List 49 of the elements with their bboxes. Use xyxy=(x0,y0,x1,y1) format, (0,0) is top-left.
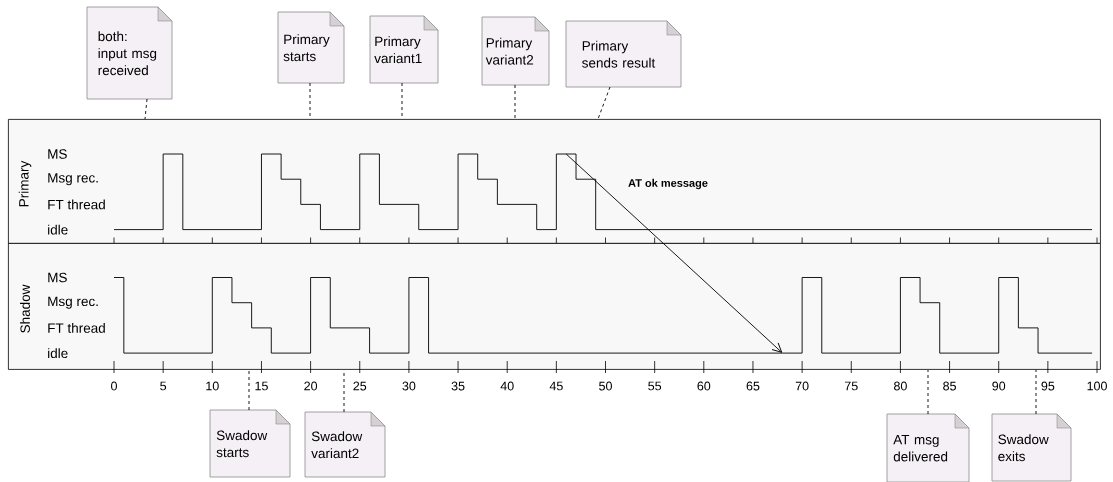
tick-label: 60 xyxy=(697,381,711,391)
tick-label: 45 xyxy=(549,381,563,391)
state-label: FT thread xyxy=(48,199,105,210)
tick-label: 100 xyxy=(1087,381,1107,391)
state-label: idle xyxy=(48,348,68,359)
state-label: MS xyxy=(48,272,67,283)
tick-label: 20 xyxy=(304,381,318,391)
state-label: idle xyxy=(48,224,68,235)
leader-line xyxy=(597,86,611,120)
leader-line xyxy=(1035,369,1037,415)
note-box: Primary variant2 xyxy=(481,16,550,86)
leader-line xyxy=(514,84,516,120)
tick-label: 50 xyxy=(599,381,612,391)
tick-label: 65 xyxy=(746,381,760,391)
note-box: AT msg delivered xyxy=(886,413,970,482)
note-box: Swadow starts xyxy=(209,409,291,478)
note-box: Primary starts xyxy=(277,11,345,84)
state-label: MS xyxy=(48,149,67,159)
tick-label: 55 xyxy=(648,381,662,391)
tick-label: 70 xyxy=(795,381,809,391)
lane-box xyxy=(8,243,1101,370)
lane-label: Primary xyxy=(18,160,32,207)
tick-label: 25 xyxy=(353,381,367,391)
state-label: FT thread xyxy=(48,322,105,333)
note-box: Swadow variant2 xyxy=(304,411,386,478)
tick-label: 40 xyxy=(500,381,514,391)
tick-label: 15 xyxy=(255,381,268,391)
tick-label: 10 xyxy=(206,381,219,391)
lane-label: Shadow xyxy=(20,284,30,333)
tick-label: 35 xyxy=(451,381,465,391)
tick-label: 30 xyxy=(402,381,416,391)
leader-line xyxy=(927,369,929,415)
tick-label: 75 xyxy=(844,381,858,391)
tick-label: 85 xyxy=(943,381,956,391)
note-box: Primary sends result xyxy=(565,20,682,88)
note-box: both: input msg received xyxy=(86,6,173,100)
message-arrow xyxy=(565,153,783,353)
state-label: Msg rec. xyxy=(48,173,98,186)
note-box: Swadow exits xyxy=(991,413,1072,482)
lane-box xyxy=(8,119,1101,244)
state-label: Msg rec. xyxy=(48,296,98,309)
tick-label: 95 xyxy=(1041,381,1055,391)
leader-line xyxy=(144,98,148,120)
tick-label: 5 xyxy=(160,381,167,391)
note-box: Primary variant1 xyxy=(369,15,439,84)
tick-label: 90 xyxy=(992,381,1006,391)
tick-label: 0 xyxy=(111,381,117,391)
tick-label: 80 xyxy=(894,381,907,391)
leader-line xyxy=(248,369,250,411)
